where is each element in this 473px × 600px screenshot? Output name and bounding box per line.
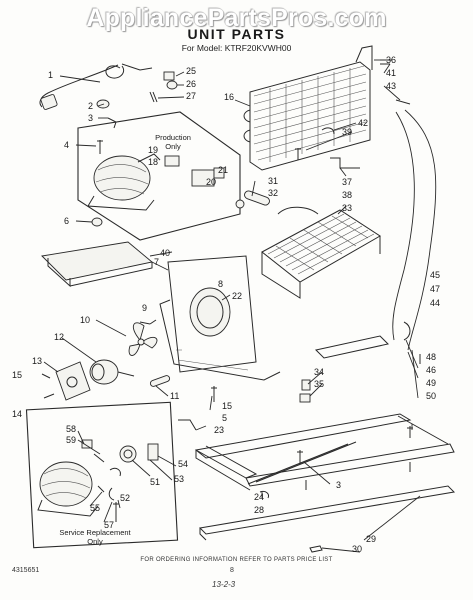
production-only-caption: Production Only [138,133,208,151]
callout-5: 5 [222,413,228,423]
callout-1: 1 [48,70,54,80]
production-caption-line1: Production [155,133,191,142]
fan-motor [89,359,135,385]
callout-24: 24 [254,492,265,502]
callout-2: 2 [88,101,94,111]
callout-11: 11 [170,391,180,401]
callout-35: 35 [314,379,325,389]
grommet-6 [91,217,103,227]
callout-6: 6 [64,216,70,226]
callout-14: 14 [12,409,23,419]
compressor-service [37,439,159,522]
callout-59: 59 [66,435,77,445]
callout-20: 20 [206,177,217,187]
watermark: AppliancePartsPros.com [86,4,387,32]
callout-19: 19 [148,145,159,155]
callout-40: 40 [160,248,171,258]
callout-53: 53 [174,474,185,484]
callout-30: 30 [352,544,363,554]
callout-33: 33 [342,203,353,213]
service-caption-line1: Service Replacement [59,528,131,537]
callout-58: 58 [66,424,77,434]
leader-lines [43,59,421,553]
callout-55: 55 [90,503,101,513]
callout-50: 50 [426,391,437,401]
diagram-title: UNIT PARTS [187,26,286,42]
callout-4: 4 [64,140,70,150]
document-number: 4315651 [12,567,40,574]
callout-42: 42 [358,118,369,128]
compressor-production [87,153,225,211]
callout-51: 51 [150,477,161,487]
callout-43: 43 [386,81,397,91]
service-caption-line2: Only [87,537,103,546]
production-caption-line2: Only [165,142,181,151]
fan-shroud [159,255,281,381]
callout-23: 23 [214,425,225,435]
tube-clamp [314,321,411,359]
callout-16: 16 [224,92,235,102]
callout-39: 39 [342,127,353,137]
ordering-note: FOR ORDERING INFORMATION REFER TO PARTS … [140,557,333,563]
callout-34: 34 [314,367,325,377]
callout-7: 7 [154,257,160,267]
callout-9: 9 [142,303,148,313]
callout-36: 36 [386,55,397,65]
callout-10: 10 [80,315,91,325]
motor-bracket [55,361,91,401]
drain-pan [41,241,154,288]
callout-45: 45 [430,270,441,280]
base-frame [194,413,455,499]
callout-31: 31 [268,176,279,186]
page-number: 8 [230,567,234,574]
handwritten-note: 13-2-3 [212,580,236,589]
callout-21: 21 [218,165,229,175]
callout-28: 28 [254,505,265,515]
power-cord [39,63,153,110]
callout-8: 8 [218,279,224,289]
callout-3b: 3 [336,480,342,490]
callout-49: 49 [426,378,437,388]
callout-15a: 15 [12,370,23,380]
callout-54: 54 [178,459,189,469]
filter-drier [235,190,270,209]
callout-32: 32 [268,188,279,198]
fan-blade [128,322,158,356]
callout-44: 44 [430,298,441,308]
callout-37: 37 [342,177,353,187]
condenser-coil [243,61,371,171]
callout-29: 29 [366,534,377,544]
callout-41: 41 [386,68,397,78]
model-line: For Model: KTRF20KVWH00 [181,43,292,53]
service-replacement-caption: Service Replacement Only [40,528,150,546]
callout-22: 22 [232,291,243,301]
callout-18: 18 [148,157,159,167]
callout-27: 27 [186,91,197,101]
callout-47: 47 [430,284,441,294]
callout-13: 13 [32,356,43,366]
callout-26: 26 [186,79,197,89]
relay-small-parts [149,71,178,103]
callout-48: 48 [426,352,437,362]
callout-46: 46 [426,365,437,375]
callout-25: 25 [186,66,197,76]
base-rail [198,485,456,541]
callout-57: 57 [104,520,115,530]
callout-12: 12 [54,332,65,342]
callout-52: 52 [120,493,131,503]
callout-38: 38 [342,190,353,200]
evaporator [261,206,381,299]
callout-3a: 3 [88,113,94,123]
callout-15b: 15 [222,401,233,411]
